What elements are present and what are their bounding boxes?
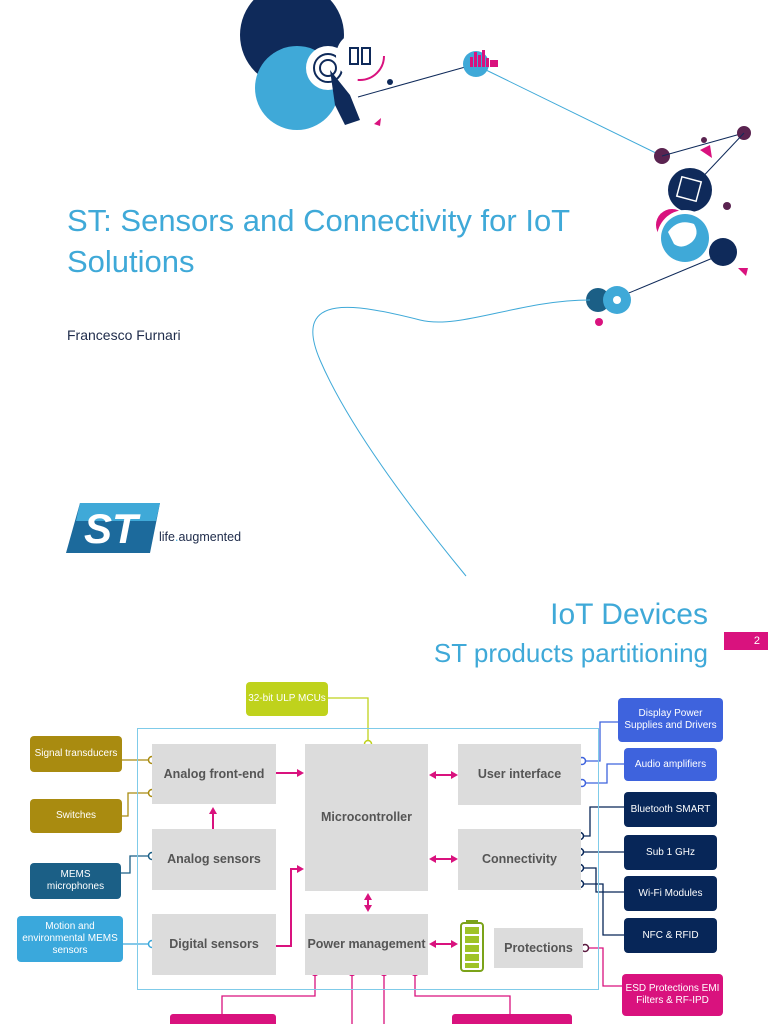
decorative-network-graphic [240, 0, 751, 577]
tagline-suffix: augmented [178, 530, 242, 544]
display-power-product: Display Power Supplies and Drivers [618, 698, 723, 742]
analog-sensors-block: Analog sensors [152, 829, 276, 890]
nfc-rfid-product: NFC & RFID [624, 918, 717, 953]
sub1ghz-product: Sub 1 GHz [624, 835, 717, 870]
tagline: life.augmented [159, 530, 241, 544]
iot-device-frame [137, 728, 599, 990]
slide-subtitle: ST products partitioning [433, 638, 708, 668]
motion-sensors-product: Motion and environmental MEMS sensors [17, 916, 123, 962]
analog-frontend-block: Analog front-end [152, 744, 276, 804]
audio-amplifiers-product: Audio amplifiers [624, 748, 717, 781]
tagline-prefix: life [159, 530, 175, 544]
author-name: Francesco Furnari [67, 327, 181, 343]
st-logo: ST [66, 503, 160, 558]
switches-product: Switches [30, 799, 122, 833]
connectivity-block: Connectivity [458, 829, 581, 890]
svg-text:ST: ST [84, 505, 141, 552]
presentation-title: ST: Sensors and Connectivity for IoT Sol… [67, 203, 570, 279]
esd-protections-product: ESD Protections EMI Filters & RF-IPD [622, 974, 723, 1016]
signal-transducers-product: Signal transducers [30, 736, 122, 772]
microcontroller-block: Microcontroller [305, 744, 428, 891]
slide-title: IoT Devices [550, 598, 708, 631]
page-number: 2 [724, 632, 768, 650]
protections-block: Protections [494, 928, 583, 968]
digital-sensors-block: Digital sensors [152, 914, 276, 975]
title-slide: ST: Sensors and Connectivity for IoT Sol… [66, 0, 751, 577]
user-interface-block: User interface [458, 744, 581, 805]
ulp-mcus-product: 32-bit ULP MCUs [246, 682, 328, 716]
power-management-block: Power management [305, 914, 428, 975]
st-logo-icon: ST [66, 503, 160, 553]
wifi-modules-product: Wi-Fi Modules [624, 876, 717, 911]
bluetooth-smart-product: Bluetooth SMART [624, 792, 717, 827]
tagline-dot: . [174, 530, 179, 544]
mems-microphones-product: MEMS microphones [30, 863, 121, 899]
partitioning-slide: IoT Devices ST products partitioning 2 [0, 586, 768, 1024]
